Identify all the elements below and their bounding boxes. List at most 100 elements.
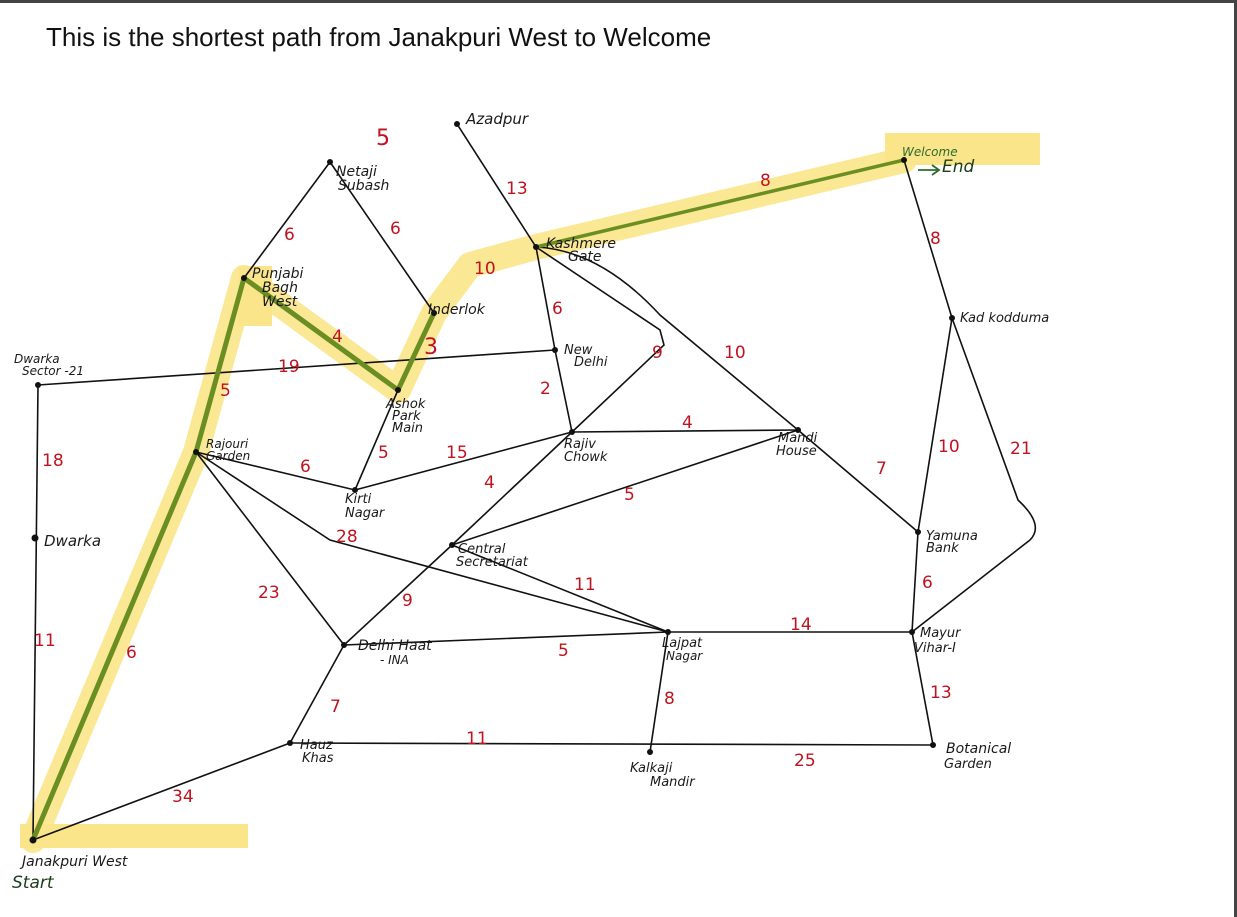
label-mayur-line1: Mayur [920,626,962,641]
weight-label: 14 [790,615,812,635]
station-dot-hauz-khas [287,740,293,746]
label-end: End [942,157,975,177]
weight-label: 5 [624,485,635,505]
weight-label: 4 [484,473,495,493]
station-dot-dwarka-sector-21 [35,382,41,388]
label-mandi-line2: House [776,444,817,459]
label-delhihaat-line2: - INA [380,653,409,667]
label-ashok-line3: Main [392,421,423,436]
station-dots [29,121,955,844]
label-botanical-line1: Botanical [946,741,1011,757]
weight-label: 7 [330,697,341,717]
top-border [0,0,1237,3]
weight-label: 7 [876,459,887,479]
label-janakpuri-west: Janakpuri West [19,854,128,870]
station-dot-netaji-subash [327,159,333,165]
label-azadpur: Azadpur [465,110,529,128]
label-lajpat-line2: Nagar [666,649,703,663]
label-welcome: Welcome [902,145,958,159]
station-dot-kashmere-gate [533,244,539,250]
right-border [1234,0,1237,917]
station-dot-janakpuri-west [29,836,37,844]
weight-label: 5 [378,443,389,463]
weight-label: 21 [1010,439,1032,459]
weight-label: 25 [794,751,816,771]
label-yamuna-line2: Bank [926,541,959,556]
label-rajiv-line1: Rajiv [564,437,596,452]
label-kadkodduma: Kad kodduma [960,311,1049,326]
label-dwarka-sector-21-line1: Dwarka [14,352,60,366]
station-dot-lajpat-nagar [665,629,671,635]
label-dwarka: Dwarka [44,532,101,550]
label-punjabi-line1: Punjabi [252,266,304,282]
label-rajiv-line2: Chowk [564,450,608,465]
label-kalkaji-line1: Kalkaji [630,761,673,776]
label-dwarka-sector-21-line2: Sector -21 [22,364,84,378]
weight-label: 4 [332,327,343,347]
weight-label: 8 [760,171,771,191]
label-netaji-line1: Netaji [336,164,377,180]
label-kashmere-line2: Gate [568,249,602,265]
weight-label: 6 [552,299,563,319]
station-dot-azadpur [454,121,460,127]
weight-label: 10 [938,437,960,457]
station-dot-rajouri-garden [193,449,199,455]
station-dot-welcome [901,157,907,163]
weight-label: 18 [42,451,64,471]
label-ashok-line2: Park [392,409,421,424]
label-kashmere-line1: Kashmere [546,236,616,252]
station-dot-punjabi-bagh-west [241,275,247,281]
station-dot-mandi-house [795,427,801,433]
label-rajouri-line2: Garden [206,449,250,463]
label-rajouri-line1: Rajouri [206,437,249,451]
weight-label: 19 [278,357,300,377]
label-inderlok: Inderlok [428,302,486,318]
weight-label: 5 [558,641,569,661]
station-dot-rajiv-chowk [569,429,575,435]
weight-label: 6 [126,643,137,663]
station-dot-kadkodduma [949,315,955,321]
label-punjabi-line2: Bagh [262,280,298,296]
station-dot-dwarka [31,534,39,542]
station-dot-botanical-garden [930,742,936,748]
weight-label: 11 [34,631,56,651]
station-dot-ashok-park-main [395,387,401,393]
station-dot-mayur-vihar [909,629,915,635]
weight-label: 28 [336,527,358,547]
weight-label: 9 [652,343,663,363]
weight-label: 23 [258,583,280,603]
label-kirti-line1: Kirti [345,492,372,507]
label-hauz-line2: Khas [302,751,334,766]
weight-label: 8 [664,689,675,709]
label-start: Start [12,873,55,893]
weight-label: 10 [724,343,746,363]
weight-label: 13 [930,683,952,703]
station-dot-kalkaji-mandir [647,749,653,755]
station-dot-yamuna-bank [915,529,921,535]
label-netaji-line2: Subash [338,178,389,194]
end-arrow-icon [918,164,941,176]
label-newdelhi-line1: New [564,343,593,358]
label-kirti-line2: Nagar [345,506,386,521]
weight-label: 2 [540,379,551,399]
station-dot-kirti-nagar [352,487,358,493]
page-title: This is the shortest path from Janakpuri… [46,22,712,52]
weight-label: 9 [402,591,413,611]
station-dot-central-secretariat [449,542,455,548]
weight-label: 6 [390,219,401,239]
weight-label: 6 [922,573,933,593]
edge-weights: 5 13 8 6 6 10 4 3 6 9 10 2 19 5 5 6 15 4… [34,126,1032,807]
weight-label: 11 [574,575,596,595]
weight-label: 34 [172,787,194,807]
label-mandi-line1: Mandi [778,431,818,446]
label-lajpat-line1: Lajpat [662,636,703,651]
station-labels: Janakpuri West Start Dwarka Dwarka Secto… [12,110,1049,893]
weight-label: 6 [284,225,295,245]
label-ashok-line1: Ashok [385,397,426,412]
label-hauz-line1: Hauz [300,738,334,753]
weight-label: 4 [682,413,693,433]
station-dot-delhi-haat [341,642,347,648]
label-botanical-line2: Garden [944,757,992,772]
